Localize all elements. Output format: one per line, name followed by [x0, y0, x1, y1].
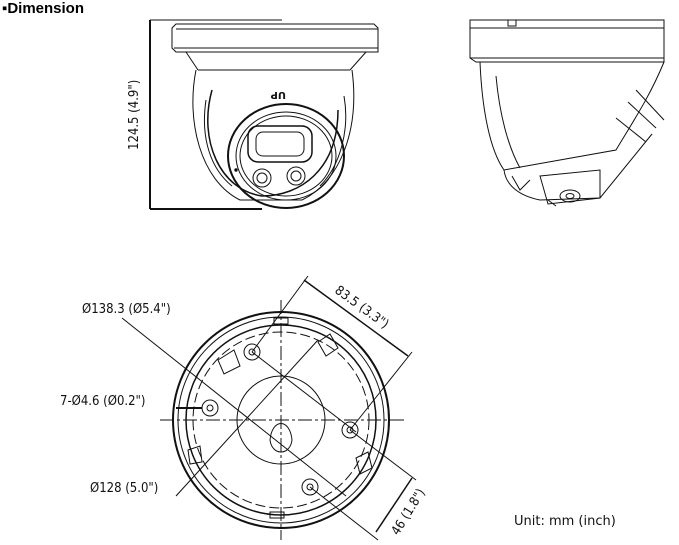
side-base-plate: [469, 19, 665, 63]
rim-notch-bottom: [269, 511, 285, 519]
side-view: [469, 19, 665, 207]
front-base-plate: [171, 23, 379, 53]
mount-hole-1: [243, 343, 261, 361]
slot-tab-1: [217, 349, 241, 375]
side-lens: [559, 189, 581, 203]
bottom-view: [121, 275, 417, 541]
slot-tab-3: [355, 451, 373, 475]
outer-diameter-label: Ø138.3 (Ø5.4"): [82, 302, 171, 317]
height-label: 124.5 (4.9"): [127, 80, 142, 150]
lens-window: [247, 125, 313, 163]
ir-led-left: [252, 168, 272, 188]
inner-diameter-leader: [175, 339, 319, 497]
front-ball-housing: [192, 69, 355, 201]
offset-dimension-line: [375, 477, 413, 533]
up-mark: UP: [271, 89, 286, 100]
section-title: ▪Dimension: [2, 0, 84, 17]
mount-hole-4: [201, 399, 219, 417]
rim-notch-top: [273, 317, 289, 325]
offset-label: 46 (1.8"): [389, 486, 429, 538]
inner-diameter-label: Ø128 (5.0"): [90, 481, 158, 496]
mount-hole-3: [301, 478, 319, 496]
lens-ring: [227, 103, 345, 209]
outer-diameter-leader: [121, 317, 347, 497]
slot-tab-4: [187, 445, 203, 465]
front-view: UP: [149, 19, 379, 210]
side-body: [479, 61, 665, 171]
hole-label: 7-Ø4.6 (Ø0.2"): [60, 394, 145, 409]
mount-hole-2: [341, 421, 359, 439]
spacing-dimension-line: [303, 279, 409, 357]
slot-tab-2: [317, 333, 339, 357]
side-ball: [503, 133, 653, 201]
ir-led-right: [286, 166, 306, 186]
unit-note: Unit: mm (inch): [514, 514, 616, 529]
